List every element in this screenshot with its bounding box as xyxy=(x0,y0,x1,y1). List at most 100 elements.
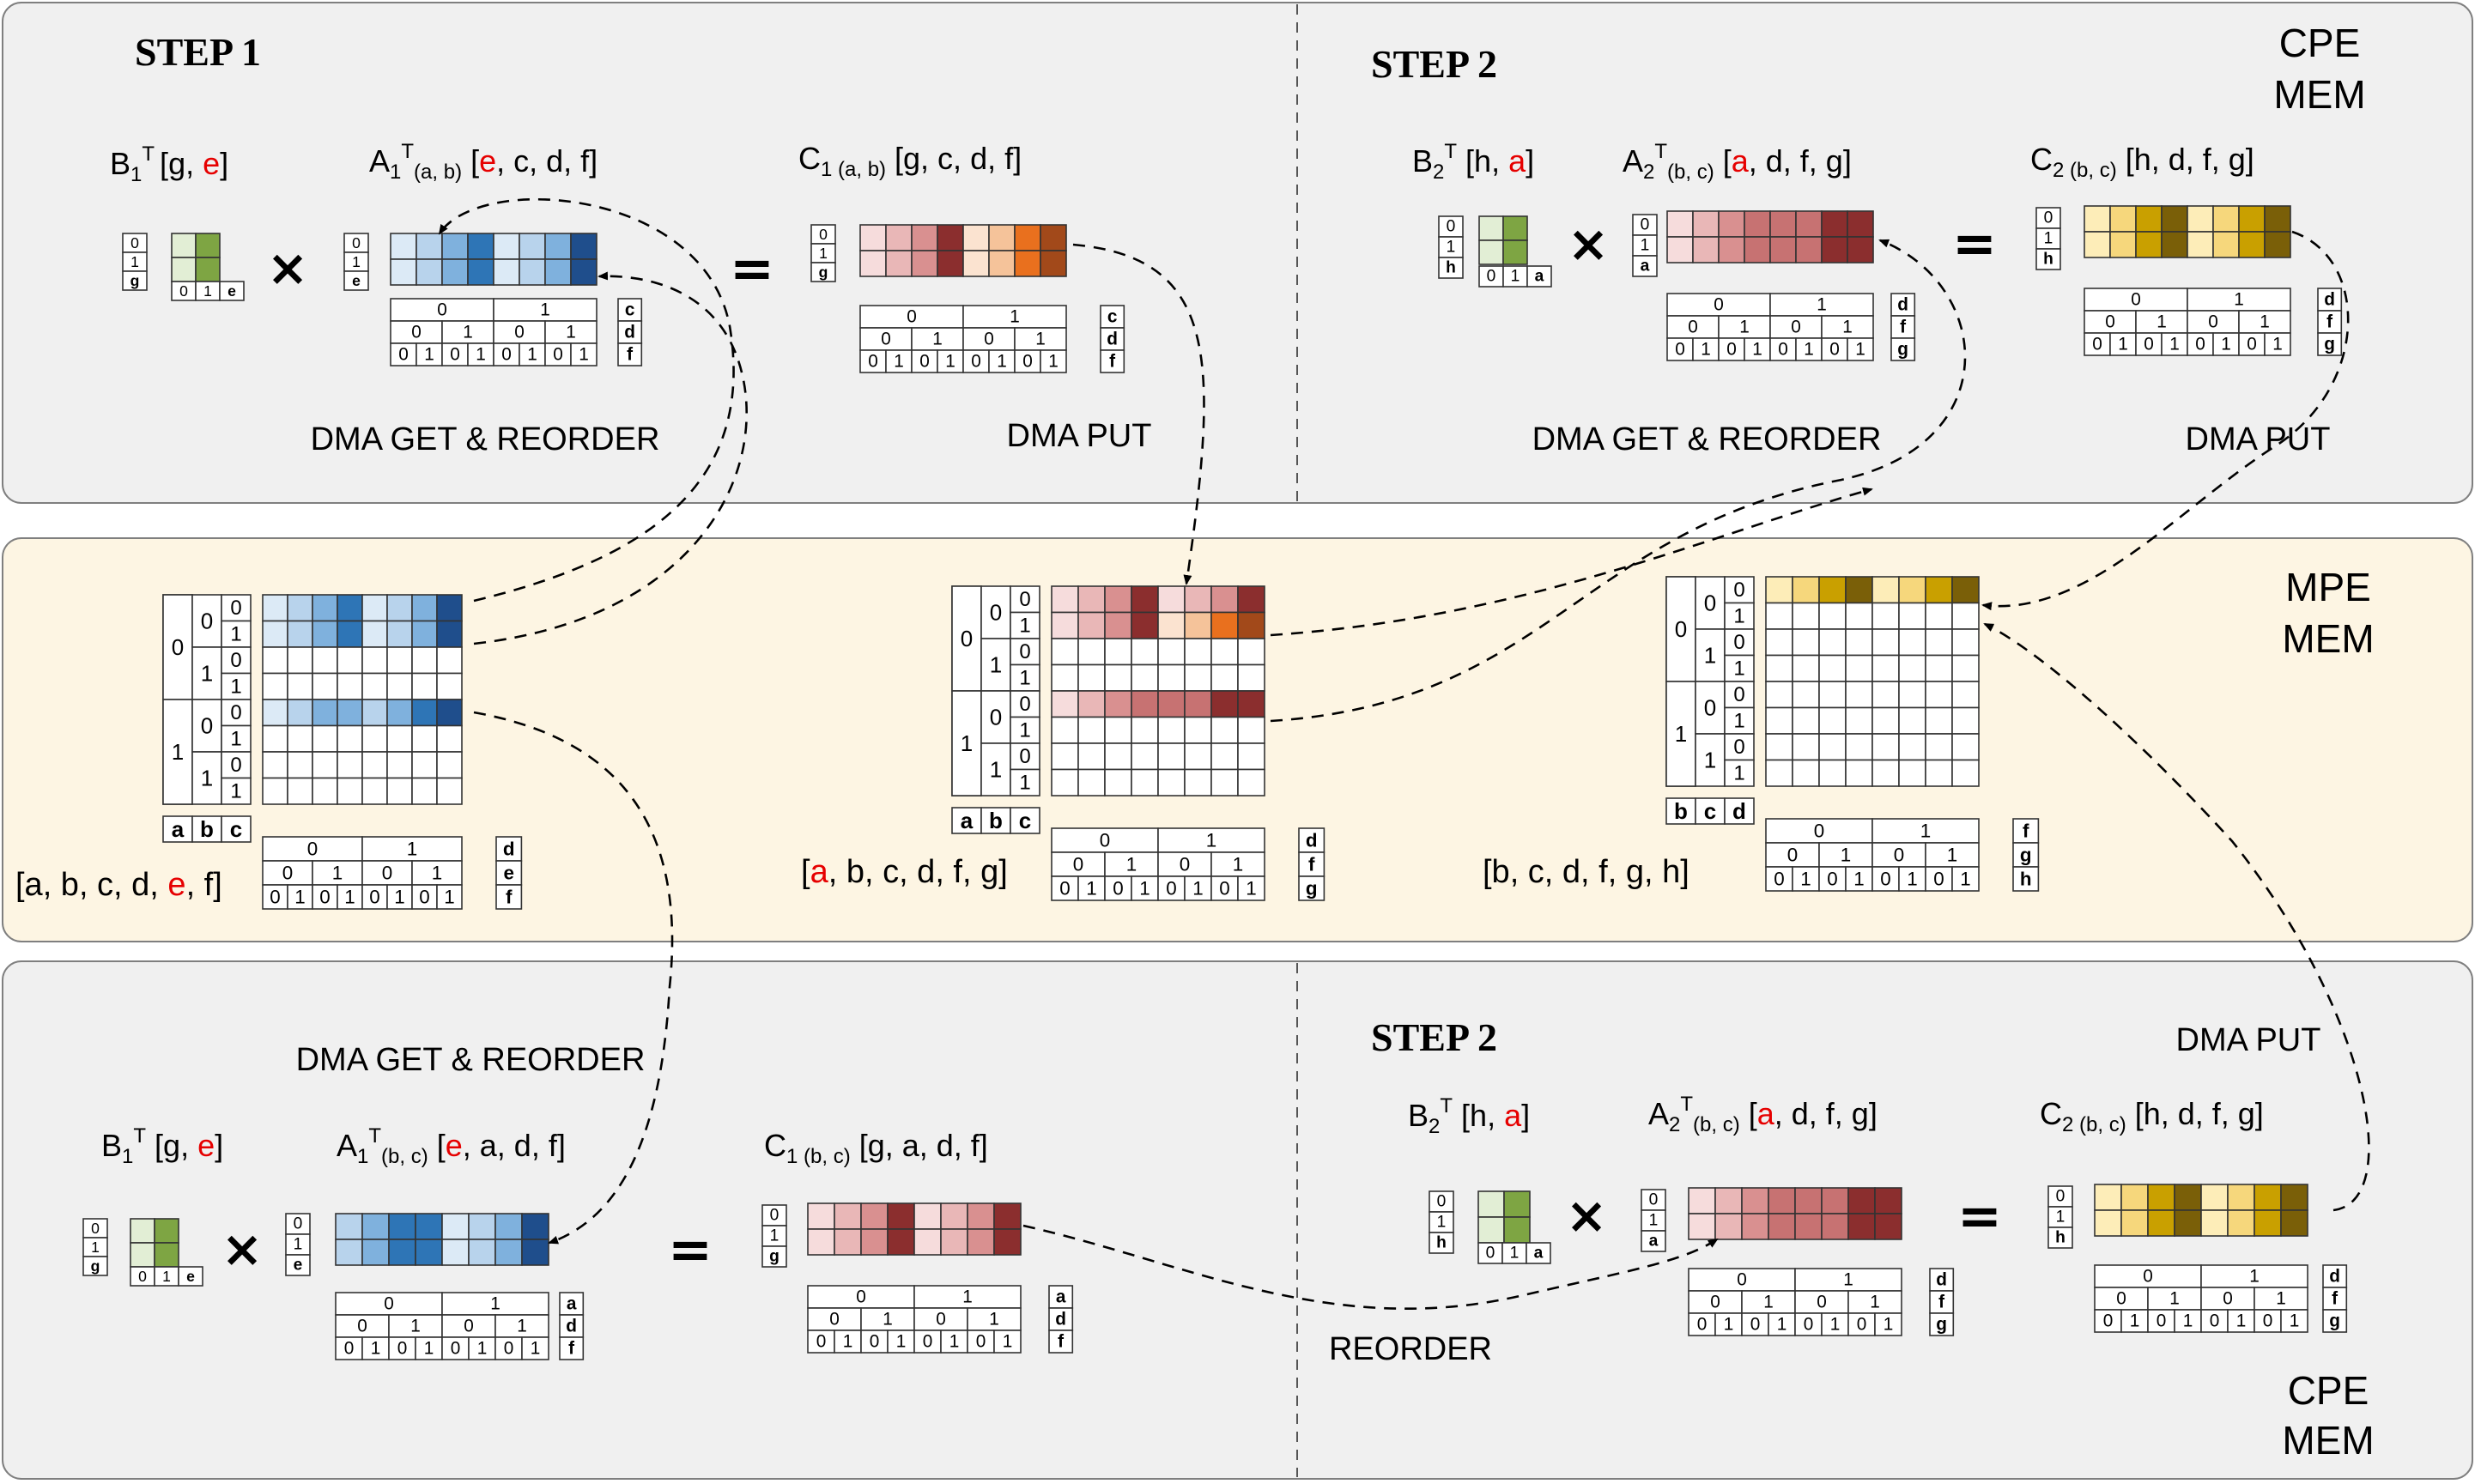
mpe-t2-header-label: 1 xyxy=(1139,878,1150,899)
bl-a-matrix-cell xyxy=(521,1239,549,1266)
bl-c-header-label: 1 xyxy=(896,1332,907,1352)
br-b-index-label: 1 xyxy=(1437,1214,1447,1232)
bl-c-header-cell xyxy=(967,1330,995,1354)
br-c-matrix-cell xyxy=(2174,1184,2202,1211)
br-c-matrix-cell xyxy=(2227,1184,2255,1211)
bl-a-header-label: 1 xyxy=(424,1339,434,1359)
tr-a-header-label: 1 xyxy=(1739,318,1750,337)
mpe-t3-cell xyxy=(1925,759,1953,787)
tr-a-matrix-cell xyxy=(1821,210,1848,238)
tl-c-header-side-cell xyxy=(1100,349,1125,373)
bl-c-matrix-cell xyxy=(967,1228,995,1256)
tr-c-index-label: 1 xyxy=(2044,230,2053,248)
top-right-dma-put-label: DMA PUT xyxy=(2186,421,2331,457)
mpe-t2-header-side-label: g xyxy=(1306,878,1318,899)
bl-a-matrix-cell xyxy=(441,1239,470,1266)
mpe-t3-cell xyxy=(1898,654,1926,682)
tl-c-matrix-cell xyxy=(1014,250,1041,277)
mpe-t3-index-cell xyxy=(1695,628,1726,682)
mpe-t3-cell xyxy=(1792,628,1820,657)
tr-a-matrix-cell xyxy=(1769,210,1797,238)
br-a-header-label: 1 xyxy=(1763,1293,1774,1312)
mpe-t2-header-cell xyxy=(1210,875,1239,901)
mpe-t2-header-cell xyxy=(1051,851,1106,877)
mpe-t1-cell xyxy=(386,699,413,727)
mpe-t2-cell xyxy=(1184,768,1212,797)
mpe-t2-header-side-label: f xyxy=(1308,854,1315,875)
br-a-matrix-cell xyxy=(1714,1187,1743,1214)
mpe-t3-cell xyxy=(1871,602,1900,630)
mpe-t1-header-label: 0 xyxy=(319,887,330,908)
mpe-t2-cell xyxy=(1157,638,1186,666)
bl-c-header-label: 0 xyxy=(816,1332,827,1352)
tl-a-matrix-cell xyxy=(493,233,520,260)
mpe-t1-cell xyxy=(411,620,438,648)
mpe-t1-index-label: 0 xyxy=(230,754,241,777)
mpe-t2-header-label: 0 xyxy=(1073,854,1083,875)
tl-c-matrix-cell xyxy=(885,250,913,277)
bl-a-matrix-cell xyxy=(388,1239,416,1266)
tl-c-header-label: 1 xyxy=(945,352,955,372)
tl-c-index-label: 0 xyxy=(819,226,828,243)
tl-a-header-cell xyxy=(441,342,469,366)
mpe-t1-cell xyxy=(436,751,463,779)
br-a-index-label: 1 xyxy=(1649,1212,1659,1230)
mpe-t2-cell xyxy=(1237,585,1265,614)
mpe-t2-cell xyxy=(1184,742,1212,771)
mpe-t1-cell xyxy=(312,699,338,727)
mpe-t3-header-side-label: f xyxy=(2023,821,2029,842)
br-c-header-label: 0 xyxy=(2103,1311,2114,1331)
mpe-t2-header-label: 0 xyxy=(1113,878,1123,899)
mpe-t3-cell xyxy=(1925,681,1953,709)
mpe-t2-header-label: 1 xyxy=(1086,878,1096,899)
mpe-t1-cell xyxy=(262,751,288,779)
mpe-t3-cell xyxy=(1765,602,1793,630)
tr-a-matrix-cell xyxy=(1744,236,1771,263)
mpe-t3-index-label: 1 xyxy=(1733,709,1744,732)
mpe-t2-index-cell xyxy=(980,742,1011,797)
br-c-index-label: h xyxy=(2055,1229,2066,1247)
br-c-matrix-cell xyxy=(2280,1184,2308,1211)
mpe-t3-cell xyxy=(1951,654,1980,682)
mpe-t3-index-label: 0 xyxy=(1704,695,1716,721)
mpe-t3-cell xyxy=(1951,681,1980,709)
mpe-t3-index-label: 1 xyxy=(1733,761,1744,784)
tr-c-index-label: h xyxy=(2043,251,2053,269)
tr-a-header-cell xyxy=(1744,337,1771,361)
mpe-t2-cell xyxy=(1077,742,1106,771)
bottom-left-c-label: C1 (b, c) [g, a, d, f] xyxy=(764,1128,988,1168)
br-c-matrix-cell xyxy=(2120,1184,2149,1211)
bl-c-index-label: 1 xyxy=(770,1227,780,1245)
bl-a-header-label: 0 xyxy=(451,1339,461,1359)
br-a-header-label: 0 xyxy=(1817,1293,1827,1312)
mpe-t1-cell xyxy=(361,672,388,700)
mpe-t2-header-label: 1 xyxy=(1206,830,1216,851)
mpe-t2-index-cell xyxy=(951,690,982,797)
tr-a-header-cell xyxy=(1795,337,1823,361)
mpe-t1-index-cell xyxy=(162,594,193,700)
top-right-times-operator: × xyxy=(1568,215,1610,273)
mpe-t3-cell xyxy=(1845,733,1873,761)
mpe-t2-index-label: 1 xyxy=(1019,771,1030,794)
bl-a-matrix-cell xyxy=(441,1213,470,1240)
tr-a-header-cell xyxy=(1666,337,1694,361)
tr-c-header-label: 1 xyxy=(2260,312,2270,332)
br-c-header-label: 1 xyxy=(2169,1289,2180,1309)
bl-c-header-cell xyxy=(967,1307,1022,1331)
mpe-t2-cell xyxy=(1157,742,1186,771)
tl-c-header-label: 1 xyxy=(932,330,943,349)
tr-a-header-label: 1 xyxy=(1855,340,1865,360)
br-c-matrix-cell xyxy=(2227,1209,2255,1237)
mpe-t2-cell xyxy=(1184,716,1212,744)
mpe-t3-header-label: 1 xyxy=(1947,845,1957,866)
bl-a-index-label: e xyxy=(294,1257,303,1275)
mpe-t2-cell xyxy=(1210,768,1239,797)
mpe-t1-index-label: 1 xyxy=(201,766,213,791)
tr-c-matrix-cell xyxy=(2084,205,2111,233)
bl-c-header-label: 1 xyxy=(1003,1332,1013,1352)
mpe-t1-letter-cell xyxy=(162,815,193,843)
br-c-matrix-cell xyxy=(2200,1184,2229,1211)
panel-top-cpe-mem xyxy=(2,2,2473,504)
tl-a-header-label: 0 xyxy=(501,345,512,365)
